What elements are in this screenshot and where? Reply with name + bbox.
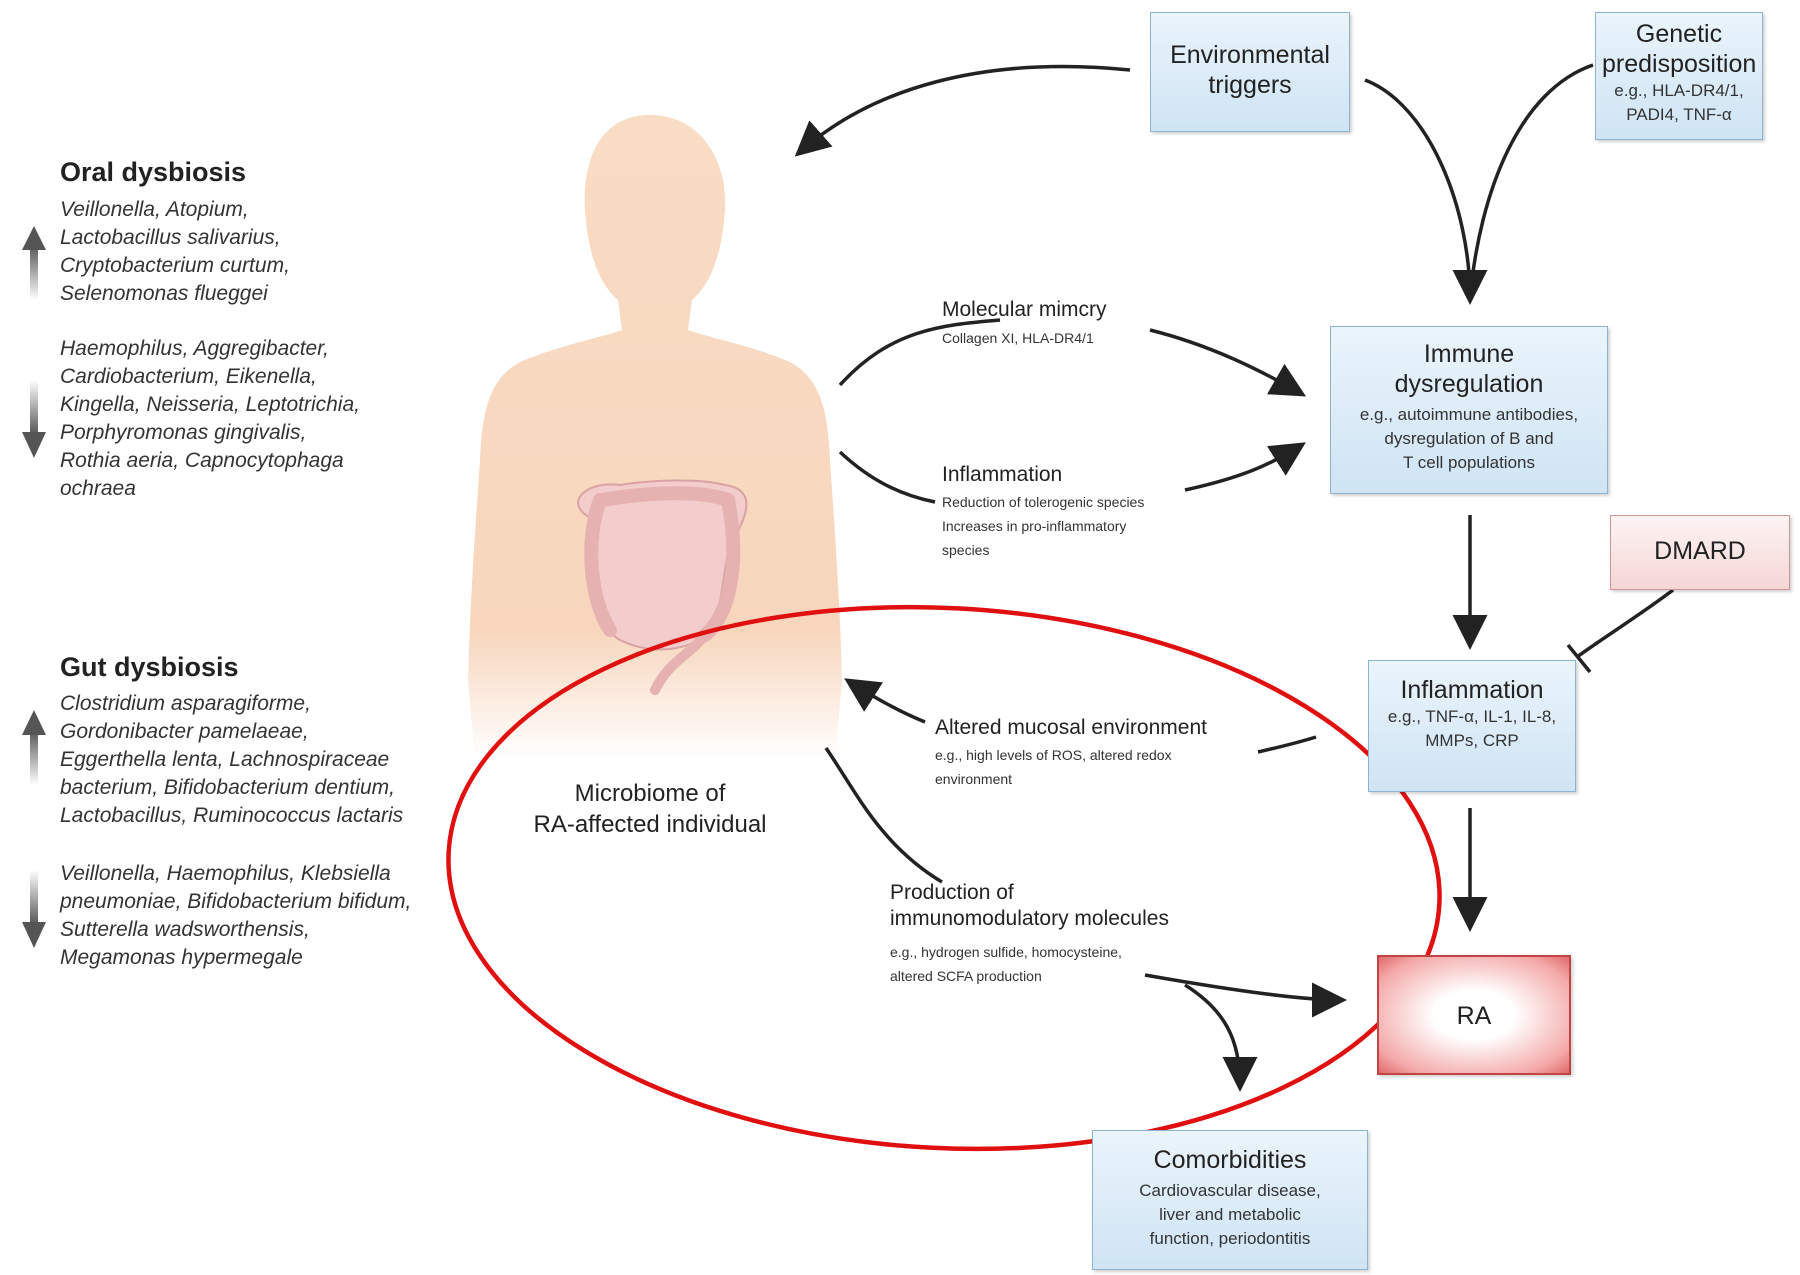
production-sub1: e.g., hydrogen sulfide, homocysteine, — [890, 940, 1122, 964]
comorbidities-sub1: Cardiovascular disease, — [1093, 1179, 1367, 1203]
gut-dysbiosis-heading: Gut dysbiosis — [60, 652, 239, 683]
inflammation-path-title: Inflammation — [942, 462, 1062, 488]
arrow-inflammation-to-mucosal — [1258, 737, 1316, 752]
oral-down-taxa: Haemophilus, Aggregibacter, Cardiobacter… — [60, 335, 360, 503]
ra-label: RA — [1379, 1001, 1569, 1031]
immune-title2: dysregulation — [1331, 369, 1607, 399]
inflammation-path-sub: Reduction of tolerogenic species Increas… — [942, 490, 1144, 562]
inflammation-box: Inflammation e.g., TNF-α, IL-1, IL-8, MM… — [1368, 660, 1576, 792]
arrow-inflam-to-immune — [1185, 446, 1300, 490]
arrow-env-to-body — [800, 67, 1130, 152]
immune-title1: Immune — [1331, 339, 1607, 369]
genetic-predisposition-box: Genetic predisposition e.g., HLA-DR4/1, … — [1595, 12, 1763, 140]
taxa-line: Eggerthella lenta, Lachnospiraceae — [60, 746, 403, 774]
taxa-line: Selenomonas flueggei — [60, 280, 290, 308]
taxa-line: Sutterella wadsworthensis, — [60, 916, 411, 944]
production-title1: Production of — [890, 880, 1169, 906]
taxa-line: bacterium, Bifidobacterium dentium, — [60, 774, 403, 802]
mucosal-title: Altered mucosal environment — [935, 715, 1207, 741]
inflammation-box-sub1: e.g., TNF-α, IL-1, IL-8, — [1369, 705, 1575, 729]
ra-box: RA — [1377, 955, 1571, 1075]
gut-up-taxa: Clostridium asparagiforme, Gordonibacter… — [60, 690, 403, 830]
taxa-line: Porphyromonas gingivalis, — [60, 419, 360, 447]
environmental-triggers-box: Environmental triggers — [1150, 12, 1350, 132]
arrow-env-to-immune — [1365, 80, 1470, 298]
taxa-line: Kingella, Neisseria, Leptotrichia, — [60, 391, 360, 419]
taxa-line: Lactobacillus salivarius, — [60, 224, 290, 252]
genetic-title: Genetic predisposition — [1596, 19, 1762, 79]
production-title2: immunomodulatory molecules — [890, 906, 1169, 932]
taxa-line: Cardiobacterium, Eikenella, — [60, 363, 360, 391]
mimicry-title: Molecular mimcry — [942, 297, 1107, 323]
oral-up-arrow-icon — [22, 226, 46, 250]
comorbidities-sub2: liver and metabolic — [1093, 1203, 1367, 1227]
taxa-line: Haemophilus, Aggregibacter, — [60, 335, 360, 363]
production-sub2: altered SCFA production — [890, 964, 1122, 988]
arrow-mimicry-to-immune — [1150, 330, 1300, 393]
taxa-line: Cryptobacterium curtum, — [60, 252, 290, 280]
microbiome-label: Microbiome of RA-affected individual — [505, 778, 795, 840]
mimicry-sub: Collagen XI, HLA-DR4/1 — [942, 326, 1094, 350]
taxa-line: Megamonas hypermegale — [60, 944, 411, 972]
inflammation-path-sub3: species — [942, 538, 1144, 562]
production-title: Production of immunomodulatory molecules — [890, 880, 1169, 932]
gut-up-arrow-icon — [22, 710, 46, 735]
taxa-line: Veillonella, Atopium, — [60, 196, 290, 224]
arrow-production-to-ra — [1145, 975, 1340, 1000]
genetic-sub2: PADI4, TNF-α — [1596, 103, 1762, 127]
immune-sub3: T cell populations — [1331, 451, 1607, 475]
dmard-label: DMARD — [1611, 536, 1789, 566]
oral-down-arrow-icon — [22, 432, 46, 458]
immune-sub2: dysregulation of B and — [1331, 427, 1607, 451]
dmard-box: DMARD — [1610, 515, 1790, 590]
arrow-body-to-production — [826, 748, 942, 882]
taxa-line: Gordonibacter pamelaeae, — [60, 718, 403, 746]
inflammation-path-sub2: Increases in pro-inflammatory — [942, 514, 1144, 538]
immune-sub1: e.g., autoimmune antibodies, — [1331, 403, 1607, 427]
arrow-mucosal-to-body — [850, 682, 925, 722]
flow-arrows — [800, 65, 1673, 1085]
taxa-line: ochraea — [60, 475, 360, 503]
arrow-production-to-comorbidities — [1185, 985, 1240, 1085]
arrow-inflam-left — [840, 452, 935, 502]
genetic-sub1: e.g., HLA-DR4/1, — [1596, 79, 1762, 103]
immune-dysregulation-box: Immune dysregulation e.g., autoimmune an… — [1330, 326, 1608, 494]
comorbidities-title: Comorbidities — [1093, 1145, 1367, 1175]
inflammation-box-sub2: MMPs, CRP — [1369, 729, 1575, 753]
inflammation-path-sub1: Reduction of tolerogenic species — [942, 490, 1144, 514]
gut-down-taxa: Veillonella, Haemophilus, Klebsiella pne… — [60, 860, 411, 972]
dmard-inhibition-line — [1577, 590, 1673, 657]
oral-dysbiosis-heading: Oral dysbiosis — [60, 157, 246, 188]
taxa-line: pneumoniae, Bifidobacterium bifidum, — [60, 888, 411, 916]
gut-down-arrow-icon — [22, 922, 46, 948]
taxa-line: Rothia aeria, Capnocytophaga — [60, 447, 360, 475]
comorbidities-sub3: function, periodontitis — [1093, 1227, 1367, 1251]
taxa-line: Veillonella, Haemophilus, Klebsiella — [60, 860, 411, 888]
arrow-genetic-merge — [1470, 65, 1593, 298]
taxa-line: Lactobacillus, Ruminococcus lactaris — [60, 802, 403, 830]
mucosal-sub1: e.g., high levels of ROS, altered redox — [935, 743, 1172, 767]
mucosal-sub: e.g., high levels of ROS, altered redox … — [935, 743, 1172, 791]
microbiome-line1: Microbiome of — [505, 778, 795, 809]
comorbidities-box: Comorbidities Cardiovascular disease, li… — [1092, 1130, 1368, 1270]
taxa-line: Clostridium asparagiforme, — [60, 690, 403, 718]
abundance-arrows — [22, 226, 46, 948]
environmental-triggers-label: Environmental triggers — [1151, 40, 1349, 100]
production-sub: e.g., hydrogen sulfide, homocysteine, al… — [890, 940, 1122, 988]
inflammation-box-title: Inflammation — [1369, 675, 1575, 705]
oral-up-taxa: Veillonella, Atopium, Lactobacillus sali… — [60, 196, 290, 308]
mucosal-sub2: environment — [935, 767, 1172, 791]
microbiome-line2: RA-affected individual — [505, 809, 795, 840]
human-body-figure — [468, 115, 842, 760]
